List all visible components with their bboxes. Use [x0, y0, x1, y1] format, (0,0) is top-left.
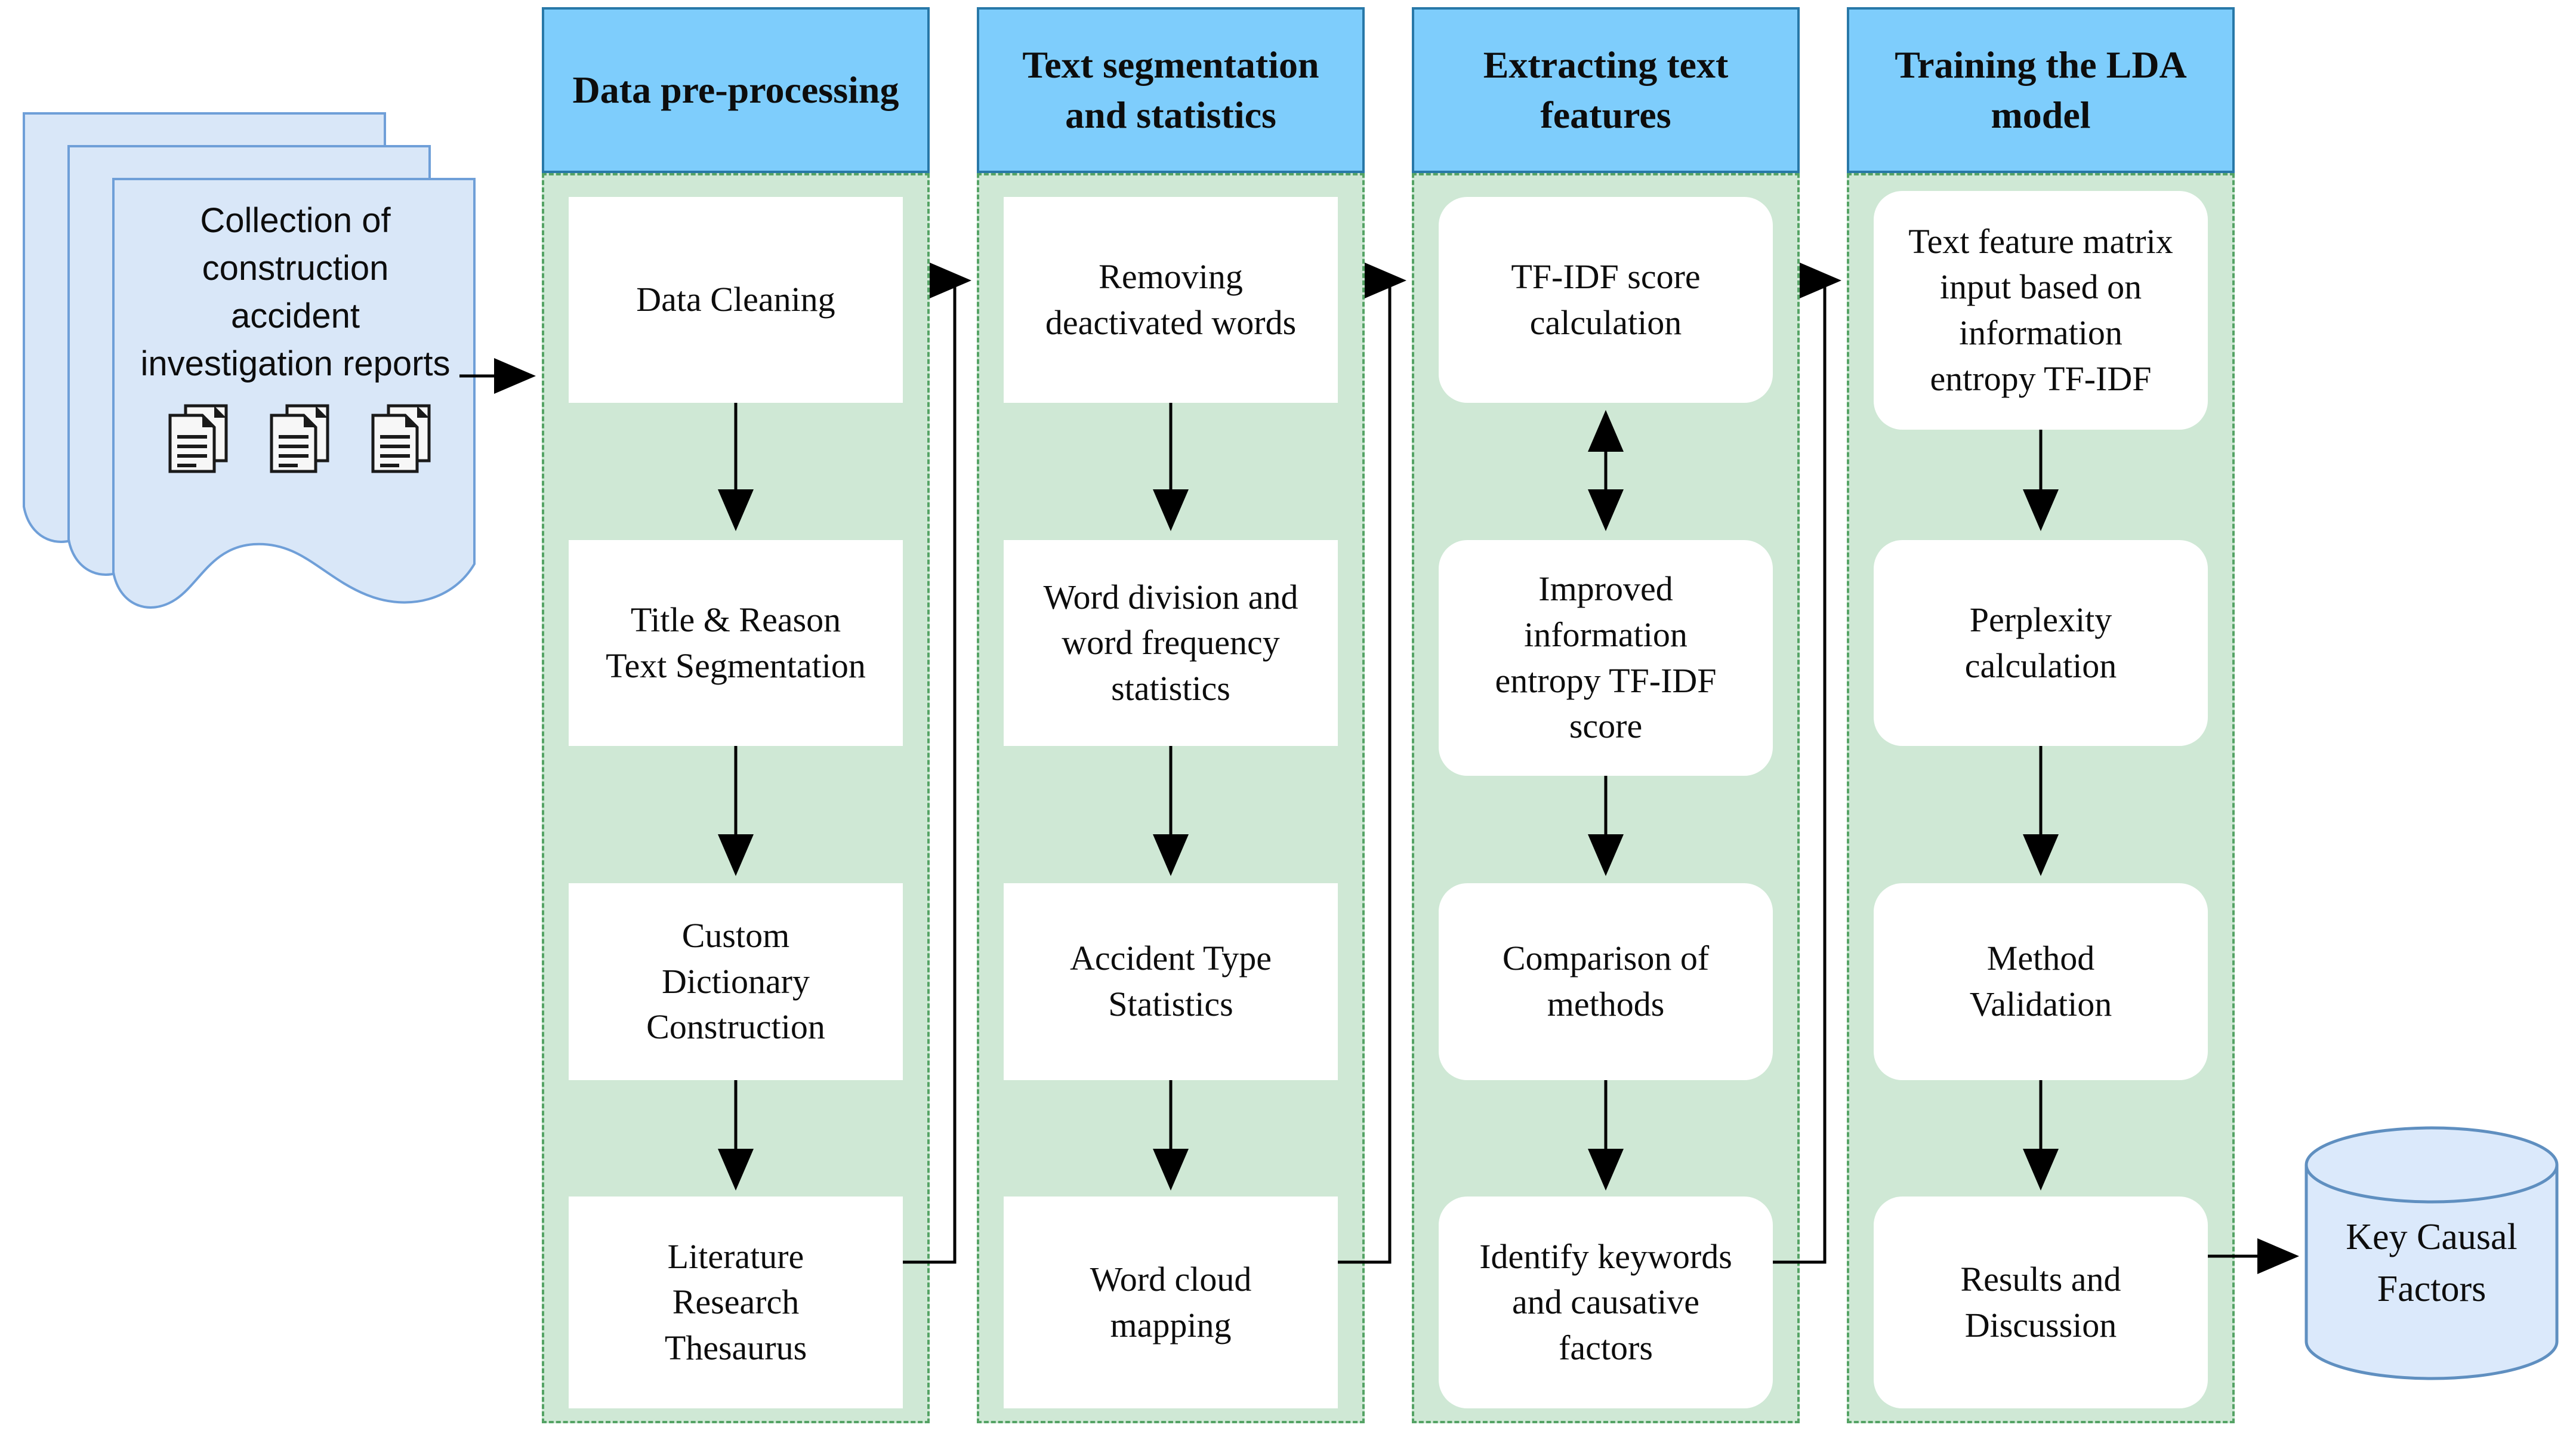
flow-step: Text feature matrix input based on infor…: [1874, 191, 2208, 430]
column-4-header: Training the LDA model: [1847, 7, 2235, 173]
flow-step: Custom Dictionary Construction: [569, 883, 903, 1080]
document-icon: [272, 406, 328, 471]
flow-step: Title & Reason Text Segmentation: [569, 540, 903, 746]
flow-step: Perplexity calculation: [1874, 540, 2208, 746]
column-1-header: Data pre-processing: [542, 7, 930, 173]
flow-step: Method Validation: [1874, 883, 2208, 1080]
flow-step: Removing deactivated words: [1004, 197, 1338, 403]
document-icon: [170, 406, 226, 471]
flow-step: Improved information entropy TF-IDF scor…: [1439, 540, 1773, 776]
flow-step: Comparison of methods: [1439, 883, 1773, 1080]
flow-step: Results and Discussion: [1874, 1197, 2208, 1408]
flow-step: Identify keywords and causative factors: [1439, 1197, 1773, 1408]
document-icon: [373, 406, 429, 471]
column-2-header: Text segmentation and statistics: [977, 7, 1365, 173]
flow-step: Data Cleaning: [569, 197, 903, 403]
source-label: Collection of construction accident inve…: [140, 201, 451, 384]
column-3-header: Extracting text features: [1412, 7, 1800, 173]
output-label: Key Causal Factors: [2346, 1217, 2518, 1309]
flow-step: Word division and word frequency statist…: [1004, 540, 1338, 746]
flow-step: Word cloud mapping: [1004, 1197, 1338, 1408]
flow-step: TF-IDF score calculation: [1439, 197, 1773, 403]
flow-step: Accident Type Statistics: [1004, 883, 1338, 1080]
flow-step: Literature Research Thesaurus: [569, 1197, 903, 1408]
